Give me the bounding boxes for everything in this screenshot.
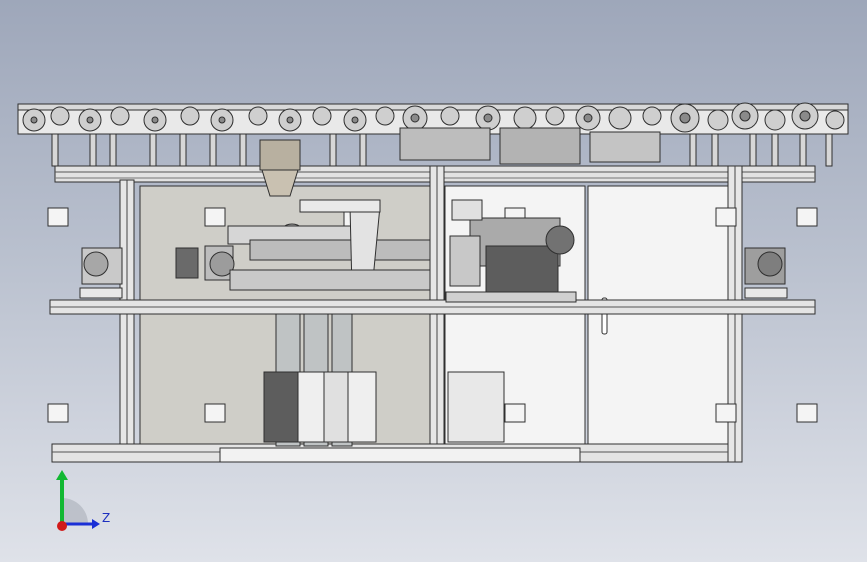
top-roller-hubs bbox=[30, 110, 811, 124]
machine-model bbox=[17, 102, 849, 463]
z-axis-arrow-icon bbox=[92, 519, 100, 529]
motor-cluster bbox=[445, 199, 577, 303]
triad-xy-plane bbox=[62, 498, 88, 524]
drive-mechanism bbox=[175, 139, 431, 291]
base-plate bbox=[219, 447, 581, 463]
z-axis-label: Z bbox=[102, 511, 110, 525]
cabinet-door bbox=[587, 185, 729, 445]
side-motor-right bbox=[744, 247, 788, 299]
coordinate-triad: Z bbox=[56, 470, 110, 531]
top-conveyor bbox=[17, 102, 849, 165]
top-rollers bbox=[22, 102, 845, 133]
side-motor-left bbox=[79, 247, 123, 299]
y-axis-arrow-icon bbox=[56, 470, 68, 480]
x-axis-icon bbox=[57, 521, 67, 531]
lower-boxes bbox=[263, 371, 505, 443]
